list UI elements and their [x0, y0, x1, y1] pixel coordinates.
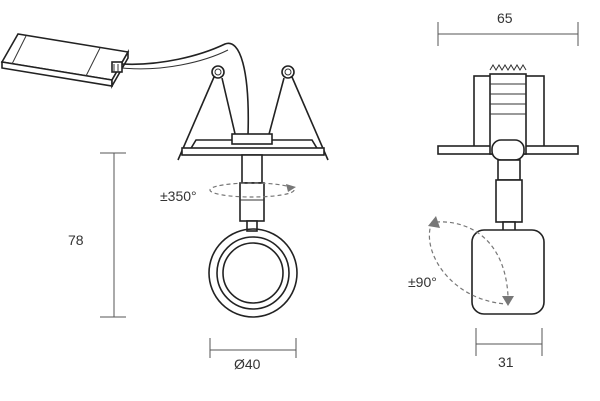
width-dimension-line [437, 22, 579, 46]
spring-clip-right [267, 65, 329, 161]
lamp-head [208, 228, 298, 318]
lens-diameter-dimension-line [209, 338, 297, 358]
height-dimension-line [100, 152, 126, 318]
side-view [428, 22, 579, 356]
front-view [0, 33, 329, 358]
side-stem [495, 159, 523, 233]
tilt-indicator-90 [428, 216, 514, 306]
width-dimension-label: 65 [497, 10, 513, 26]
lens-diameter-label: Ø40 [234, 356, 261, 372]
stem [239, 154, 265, 232]
height-dimension-label: 78 [68, 232, 84, 248]
tilt-rotation-label: ±90° [408, 274, 437, 290]
body-width-dimension-line [475, 328, 543, 356]
rotation-indicator-350 [209, 182, 296, 198]
driver-box [0, 33, 130, 90]
cable [121, 42, 250, 136]
horizontal-rotation-label: ±350° [160, 188, 197, 204]
side-housing [437, 64, 579, 161]
spring-clip-left [177, 65, 237, 161]
housing [181, 133, 325, 156]
body-width-label: 31 [498, 354, 514, 370]
side-lamp-body [471, 229, 545, 315]
